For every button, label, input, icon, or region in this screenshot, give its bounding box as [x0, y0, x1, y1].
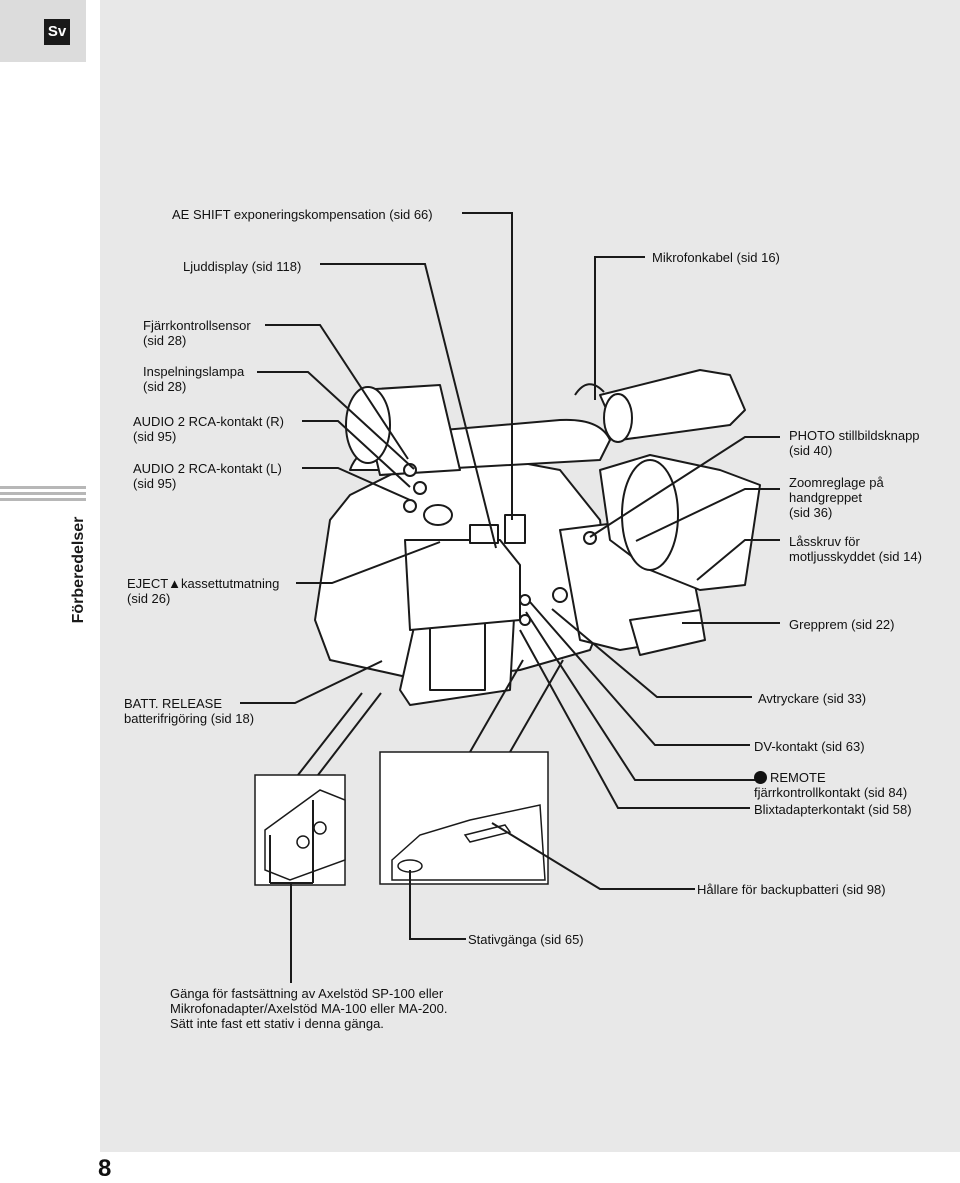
label-eject-line2: (sid 26) — [127, 591, 171, 606]
label-dv-kontakt: DV-kontakt (sid 63) — [754, 739, 865, 754]
camcorder-illustration — [314, 369, 761, 706]
leader-lines — [240, 212, 780, 983]
label-inspelningslampa-line1: Inspelningslampa — [143, 364, 245, 379]
label-lasskruv-line2: motljusskyddet (sid 14) — [789, 549, 922, 564]
label-lasskruv: Låsskruv för motljusskyddet (sid 14) — [789, 534, 922, 564]
label-lasskruv-line1: Låsskruv för — [789, 534, 860, 549]
label-inspelningslampa-line2: (sid 28) — [143, 379, 187, 394]
label-inspelningslampa: Inspelningslampa (sid 28) — [143, 364, 244, 394]
label-ae-shift: AE SHIFT exponeringskompensation (sid 66… — [172, 207, 433, 222]
label-audio2-r: AUDIO 2 RCA-kontakt (R) (sid 95) — [133, 414, 284, 444]
inset-thread-illustration — [264, 789, 346, 881]
label-remote-text: REMOTE — [770, 770, 826, 785]
label-fjarrkontrollsensor: Fjärrkontrollsensor (sid 28) — [143, 318, 251, 348]
label-zoomreglage-line1: Zoomreglage på — [789, 475, 884, 490]
label-eject: EJECT▲kassettutmatning (sid 26) — [127, 576, 279, 606]
label-hallare: Hållare för backupbatteri (sid 98) — [697, 882, 886, 897]
label-remote-line1: REMOTE — [754, 770, 907, 785]
label-eject-line1: EJECT▲kassettutmatning — [127, 576, 280, 591]
label-ganga-line2: Mikrofonadapter/Axelstöd MA-100 eller MA… — [170, 1001, 448, 1016]
label-blixtadapter: Blixtadapterkontakt (sid 58) — [754, 802, 912, 817]
label-ljuddisplay: Ljuddisplay (sid 118) — [183, 259, 302, 274]
label-fjarrkontrollsensor-line2: (sid 28) — [143, 333, 187, 348]
label-zoomreglage-line2: handgreppet — [789, 490, 863, 505]
sidebar: Sv Förberedelser 8 — [0, 0, 111, 1182]
label-ganga-line3: Sätt inte fast ett stativ i denna gänga. — [170, 1016, 384, 1031]
language-tab: Sv — [0, 0, 86, 62]
remote-icon — [754, 771, 767, 784]
label-remote-line2: fjärrkontrollkontakt (sid 84) — [754, 785, 908, 800]
label-audio2-l-line1: AUDIO 2 RCA-kontakt (L) — [133, 461, 282, 476]
label-audio2-r-line1: AUDIO 2 RCA-kontakt (R) — [133, 414, 284, 429]
label-zoomreglage-line3: (sid 36) — [789, 505, 833, 520]
label-photo: PHOTO stillbildsknapp (sid 40) — [789, 428, 920, 458]
inset-tripod-illustration — [391, 804, 546, 881]
label-remote: REMOTE fjärrkontrollkontakt (sid 84) — [754, 770, 907, 800]
label-fjarrkontrollsensor-line1: Fjärrkontrollsensor — [143, 318, 251, 333]
label-batt-release-line2: batterifrigöring (sid 18) — [124, 711, 255, 726]
page-number: 8 — [98, 1155, 112, 1182]
label-audio2-l: AUDIO 2 RCA-kontakt (L) (sid 95) — [133, 461, 282, 491]
label-audio2-l-line2: (sid 95) — [133, 476, 177, 491]
label-avtryckare: Avtryckare (sid 33) — [758, 691, 867, 706]
section-marker-bars — [0, 486, 86, 504]
label-batt-release: BATT. RELEASE batterifrigöring (sid 18) — [124, 696, 254, 726]
label-photo-line2: (sid 40) — [789, 443, 833, 458]
label-grepprem: Grepprem (sid 22) — [789, 617, 895, 632]
label-photo-line1: PHOTO stillbildsknapp — [789, 428, 920, 443]
label-stativganga: Stativgänga (sid 65) — [468, 932, 584, 947]
label-mikrofonkabel: Mikrofonkabel (sid 16) — [652, 250, 780, 265]
label-audio2-r-line2: (sid 95) — [133, 429, 177, 444]
language-badge: Sv — [44, 19, 70, 45]
label-ganga: Gänga för fastsättning av Axelstöd SP-10… — [170, 986, 447, 1031]
label-ganga-line1: Gänga för fastsättning av Axelstöd SP-10… — [170, 986, 444, 1001]
label-batt-release-line1: BATT. RELEASE — [124, 696, 223, 711]
label-zoomreglage: Zoomreglage på handgreppet (sid 36) — [789, 475, 884, 520]
